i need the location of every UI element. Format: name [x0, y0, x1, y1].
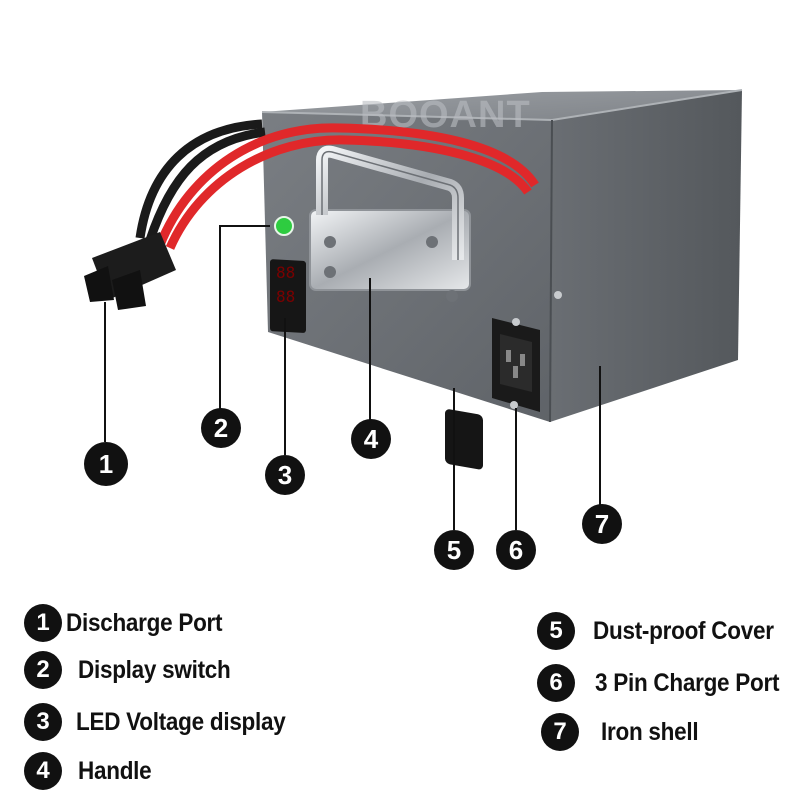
svg-text:88: 88: [276, 263, 295, 282]
callout-badge-7: 7: [582, 504, 622, 544]
callout-badge-4: 4: [351, 419, 391, 459]
display-switch: [274, 216, 294, 236]
callout-badge-3: 3: [265, 455, 305, 495]
handle: [309, 145, 471, 302]
svg-text:5: 5: [447, 535, 461, 565]
callout-badge-1: 1: [84, 442, 128, 486]
screw-icon: [554, 291, 562, 299]
svg-text:88: 88: [276, 287, 295, 306]
discharge-cables: [135, 119, 539, 250]
led-voltage-display: 88 88: [270, 259, 306, 333]
svg-text:1: 1: [99, 449, 113, 479]
callout-badge-5: 5: [434, 530, 474, 570]
callout-badges: 1 2 3 4 5 6 7: [84, 408, 622, 570]
callout-badge-6: 6: [496, 530, 536, 570]
discharge-port-connector: [84, 232, 176, 310]
shell-top-face: [262, 90, 742, 120]
svg-text:2: 2: [214, 413, 228, 443]
iron-shell: [261, 89, 743, 423]
svg-text:3: 3: [278, 460, 292, 490]
svg-text:4: 4: [364, 424, 379, 454]
svg-text:7: 7: [595, 509, 609, 539]
leader-lines: [104, 225, 601, 530]
shell-side-face: [550, 90, 742, 422]
charge-port: [492, 318, 540, 412]
svg-text:6: 6: [509, 535, 523, 565]
dust-proof-cover: [445, 409, 483, 470]
callout-badge-2: 2: [201, 408, 241, 448]
